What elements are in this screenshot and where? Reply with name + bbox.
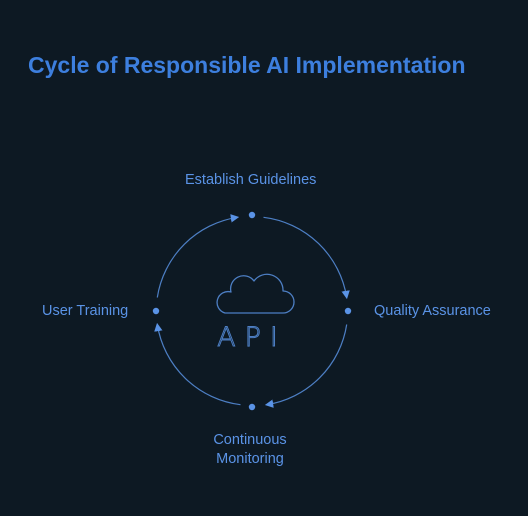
arc-right-to-bottom — [264, 324, 348, 408]
arc-top-to-right — [263, 216, 350, 300]
arc-bottom-to-left — [154, 322, 241, 406]
api-label: API — [217, 322, 287, 353]
cloud-icon — [216, 273, 295, 314]
node-dot-bottom — [248, 403, 256, 411]
node-dot-right — [344, 307, 352, 315]
node-dot-left — [152, 307, 160, 315]
arc-left-to-top — [156, 214, 240, 298]
node-dot-top — [248, 211, 256, 219]
step-label-continuous-monitoring: Continuous Monitoring — [213, 432, 287, 467]
diagram-title: Cycle of Responsible AI Implementation — [28, 52, 466, 78]
step-label-user-training: User Training — [42, 303, 129, 319]
step-label-establish-guidelines: Establish Guidelines — [185, 172, 317, 188]
step-label-quality-assurance: Quality Assurance — [374, 303, 491, 319]
